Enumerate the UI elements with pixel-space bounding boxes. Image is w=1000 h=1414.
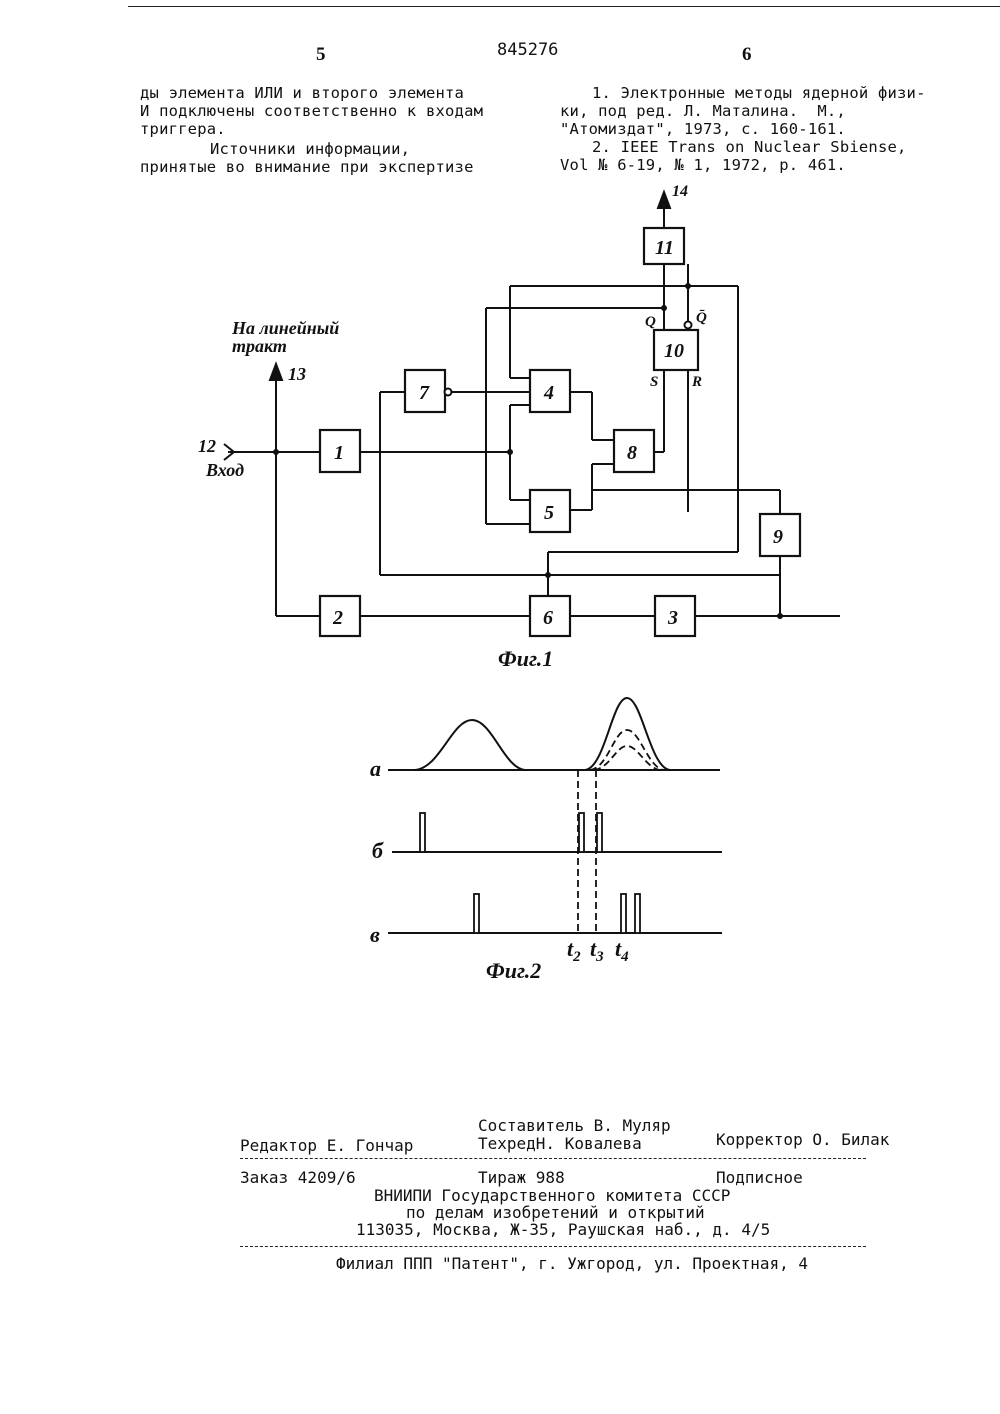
block-10-label: 10 (664, 340, 684, 362)
block-9-label: 9 (773, 526, 783, 548)
pulse-c-1 (474, 894, 479, 933)
block-7-label: 7 (419, 382, 430, 404)
block-6-label: 6 (543, 607, 553, 629)
pulse-c-3 (635, 894, 640, 933)
block-2-label: 2 (332, 607, 343, 629)
imprint-org-3: 113035, Москва, Ж-35, Раушская наб., д. … (356, 1220, 770, 1239)
figure-2-caption: Фиг.2 (486, 958, 541, 983)
imprint-branch: Филиал ППП "Патент", г. Ужгород, ул. Про… (336, 1254, 808, 1273)
row-label-c: в (370, 922, 380, 947)
figure-2-timing-diagram: a б в t2 t3 t4 Фиг.2 (0, 680, 1000, 1000)
output-number-14: 14 (672, 183, 688, 200)
pin-s: S (650, 374, 658, 390)
pulse-b-2 (579, 813, 584, 852)
imprint-corrector: Корректор О. Билак (716, 1130, 889, 1149)
block-8-label: 8 (627, 442, 637, 464)
row-label-a: a (370, 756, 381, 781)
figure-1-caption: Фиг.1 (498, 646, 553, 671)
pulse-b-3 (597, 813, 602, 852)
row-label-b: б (372, 838, 384, 863)
t3-label: t3 (590, 936, 604, 965)
t4-label: t4 (615, 936, 629, 965)
pulse-c-2 (621, 894, 626, 933)
pulse-1 (415, 720, 525, 770)
output-number-13: 13 (288, 364, 306, 384)
block-11-label: 11 (655, 237, 674, 259)
pin-r: R (691, 374, 702, 390)
pulse-2 (585, 698, 670, 770)
imprint-circulation: Тираж 988 (478, 1168, 565, 1187)
block-5-label: 5 (544, 502, 554, 524)
imprint-order: Заказ 4209/6 (240, 1168, 356, 1187)
imprint-techred: ТехредН. Ковалева (478, 1134, 642, 1153)
imprint-divider-2 (240, 1246, 866, 1247)
pulse-b-1 (420, 813, 425, 852)
input-label: Вход (205, 460, 244, 480)
imprint-editor: Редактор Е. Гончар (240, 1136, 413, 1155)
t2-label: t2 (567, 936, 581, 965)
pin-q-bar: Q̄ (696, 310, 707, 326)
imprint-composer: Составитель В. Муляр (478, 1116, 671, 1135)
output-label-line2: тракт (232, 336, 287, 356)
block-4-label: 4 (543, 382, 554, 404)
imprint-subscription: Подписное (716, 1168, 803, 1187)
input-number: 12 (198, 436, 216, 456)
block-1-label: 1 (334, 442, 344, 464)
output-label-line1: На линейный (231, 318, 339, 338)
pin-q: Q (645, 314, 656, 330)
imprint-divider-1 (240, 1158, 866, 1159)
block-3-label: 3 (667, 607, 678, 629)
